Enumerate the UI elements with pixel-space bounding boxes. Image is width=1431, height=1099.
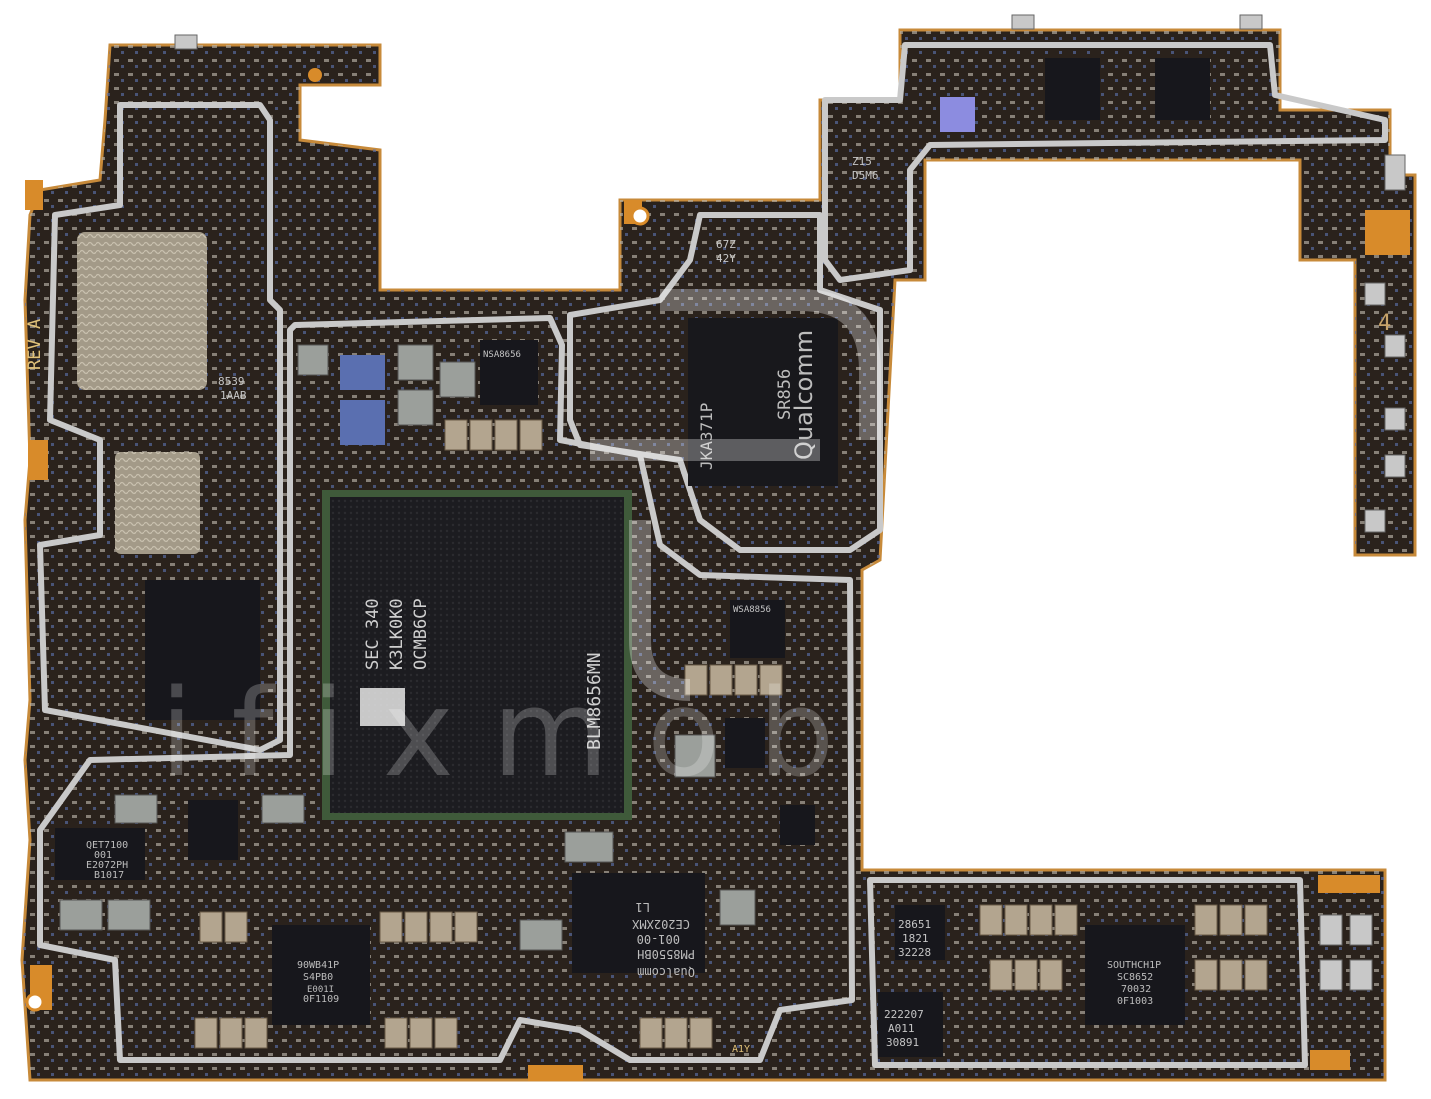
silk-mark-a1y: A1Y bbox=[732, 1044, 750, 1055]
gold-test-point bbox=[308, 68, 322, 82]
rev-label: REV A bbox=[25, 319, 45, 370]
modem-code: JKA371P bbox=[697, 403, 716, 470]
small-3b: 42Y bbox=[716, 252, 736, 265]
memory-line1: SEC 340 bbox=[363, 598, 383, 670]
modem-model: SR856 bbox=[775, 369, 795, 420]
watermark-logo bbox=[590, 289, 881, 701]
pmic-line2: 001-00 bbox=[637, 932, 680, 946]
small-3a: 67Z bbox=[716, 238, 736, 251]
pmic-line4: L1 bbox=[636, 900, 650, 914]
qualcomm-modem-chip: Qualcomm SR856 JKA371P bbox=[688, 318, 838, 486]
south-line3: 70032 bbox=[1121, 984, 1151, 995]
capacitors bbox=[194, 419, 1268, 1049]
memory-line2: K3LK0K0 bbox=[387, 598, 407, 670]
qet-line1: QET7100 bbox=[86, 840, 128, 851]
spring-contacts bbox=[174, 14, 1406, 991]
small-5b: 1821 bbox=[902, 932, 929, 945]
chip-labels: 8539 1AAB Z15 D5M6 67Z 42Y 222207 A011 3… bbox=[218, 155, 931, 1049]
silk-mark-4: 4 bbox=[1378, 311, 1391, 336]
modem-brand: Qualcomm bbox=[790, 330, 818, 460]
rf-module-shield-1 bbox=[77, 232, 207, 390]
pmic-brand: Qualcomm bbox=[637, 965, 695, 979]
watermark-text: ifixmobile bbox=[160, 665, 1127, 804]
inductors bbox=[59, 344, 756, 951]
power-line2: S4PB0 bbox=[303, 972, 333, 983]
soc-label: BLM8656MN bbox=[584, 652, 605, 750]
small-5a: 28651 bbox=[898, 918, 931, 931]
nsa-2: WSA8856 bbox=[733, 605, 771, 615]
qet-line4: B1017 bbox=[94, 870, 124, 881]
small-2a: Z15 bbox=[852, 155, 872, 168]
memory-line3: OCMB6CP bbox=[411, 598, 431, 670]
southchip-chip: SOUTHCH1P SC8652 70032 0F1003 bbox=[1085, 925, 1185, 1025]
small-1b: 1AAB bbox=[220, 389, 247, 402]
south-line4: 0F1003 bbox=[1117, 996, 1153, 1007]
pmic-line1: PM8550BH bbox=[637, 947, 695, 961]
south-line1: SOUTHCH1P bbox=[1107, 960, 1161, 971]
blue-components bbox=[340, 97, 975, 445]
small-4b: A011 bbox=[888, 1022, 915, 1035]
qet-line3: E2072PH bbox=[86, 860, 128, 871]
nsa-1: NSA8656 bbox=[483, 350, 521, 360]
qet-line2: 001 bbox=[94, 850, 112, 861]
qet-chip: QET7100 001 E2072PH B1017 bbox=[55, 828, 145, 881]
small-2b: D5M6 bbox=[852, 169, 879, 182]
small-4c: 30891 bbox=[886, 1036, 919, 1049]
south-line2: SC8652 bbox=[1117, 972, 1153, 983]
pmic-line3: CE202XMX bbox=[631, 917, 690, 931]
power-line4: 0F1109 bbox=[303, 994, 339, 1005]
small-4a: 222207 bbox=[884, 1008, 924, 1021]
power-chip: 90WB41P S4PB0 E001I 0F1109 bbox=[272, 925, 370, 1025]
power-line1: 90WB41P bbox=[297, 960, 339, 971]
mounting-hole-2 bbox=[25, 992, 45, 1012]
memory-chip: SEC 340 K3LK0K0 OCMB6CP BLM8656MN bbox=[322, 490, 632, 820]
small-5c: 32228 bbox=[898, 946, 931, 959]
mounting-hole-1 bbox=[630, 206, 650, 226]
small-1a: 8539 bbox=[218, 375, 245, 388]
shield-frames bbox=[37, 42, 1388, 1068]
qualcomm-pmic-chip: Qualcomm PM8550BH 001-00 CE202XMX L1 bbox=[572, 873, 705, 979]
rf-module-shield-2 bbox=[115, 452, 200, 554]
power-line3: E001I bbox=[307, 985, 334, 995]
ic-packages bbox=[145, 58, 1210, 1057]
